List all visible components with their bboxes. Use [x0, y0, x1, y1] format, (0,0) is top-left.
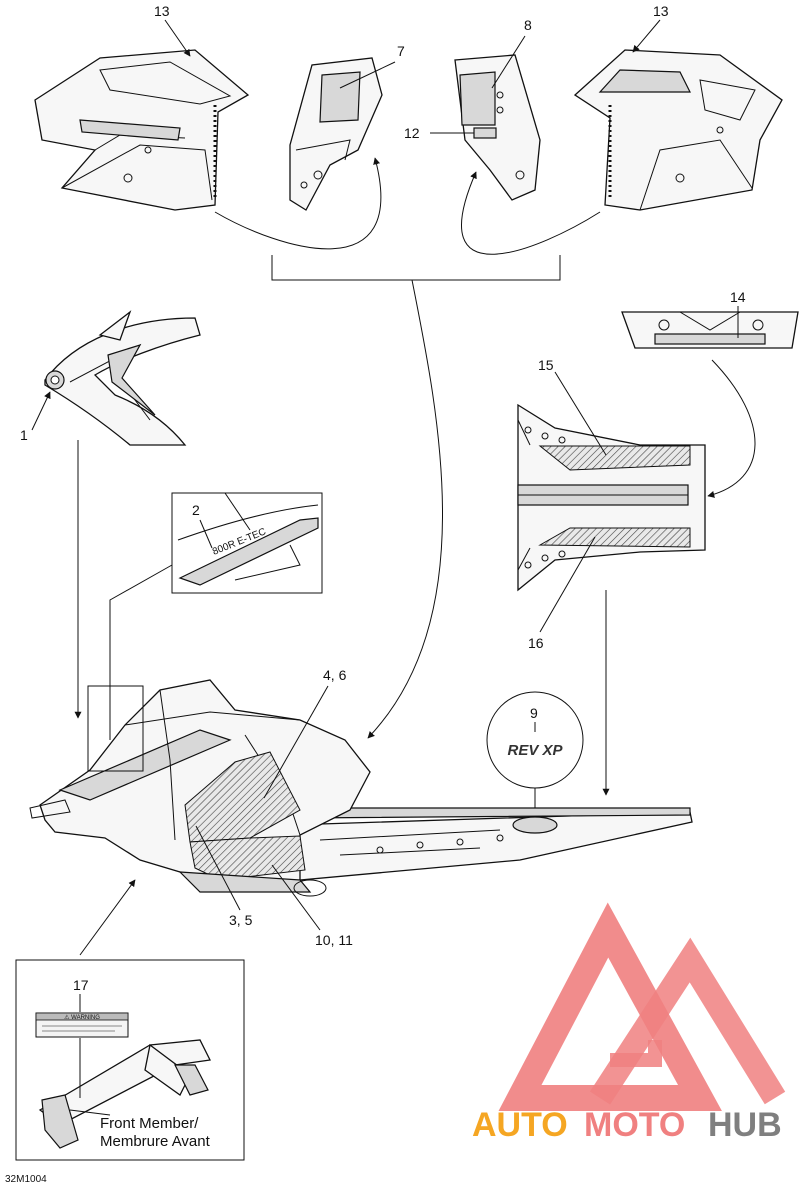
automotohub-watermark: AUTO MOTO HUB	[472, 902, 786, 1144]
seat-rear-panel	[621, 311, 799, 349]
leader-10-11: 10, 11	[271, 864, 353, 948]
callout-17: 17	[73, 977, 89, 993]
callout-1: 1	[20, 427, 28, 443]
leader-12: 12	[404, 125, 474, 141]
diagram-code: 32M1004	[5, 1174, 47, 1185]
leader-13-left: 13	[154, 3, 191, 57]
warning-header: ⚠ WARNING	[64, 1014, 100, 1021]
callout-9: 9	[530, 705, 538, 721]
tunnel-top-view	[517, 403, 706, 592]
callout-3-5: 3, 5	[229, 912, 253, 928]
callout-15: 15	[538, 357, 554, 373]
watermark-moto: MOTO	[584, 1106, 685, 1144]
callout-8: 8	[524, 17, 532, 33]
arrow-bracket-to-sled	[367, 279, 443, 739]
rev-xp-decal-callout: 9 REV XP	[486, 691, 584, 810]
callout-13-left: 13	[154, 3, 170, 19]
group-bracket	[271, 255, 561, 281]
inset-pointer	[109, 564, 173, 740]
leader-16: 16	[528, 536, 596, 651]
leader-2: 2	[192, 502, 213, 549]
arrow-pad-to-tunnel	[707, 359, 756, 498]
left-side-panel	[34, 49, 250, 211]
center-right-side-panel	[454, 54, 541, 201]
leader-4-6: 4, 6	[263, 667, 347, 799]
leader-14: 14	[730, 289, 746, 338]
callout-10-11: 10, 11	[315, 932, 353, 948]
arrow-right-to-center	[461, 171, 601, 255]
decal-detail-inset: 800R E-TEC	[171, 492, 323, 594]
right-side-panel	[573, 49, 783, 211]
arrow-left-to-center	[214, 157, 382, 250]
sled-body-assembly	[29, 679, 693, 897]
callout-7: 7	[397, 43, 405, 59]
callout-13-right: 13	[653, 3, 669, 19]
front-hood-nose	[44, 310, 201, 446]
rev-xp-logo: REV XP	[507, 742, 563, 759]
center-left-side-panel	[289, 57, 383, 211]
inset-caption-line1: Front Member/	[100, 1115, 199, 1132]
leader-1: 1	[20, 391, 51, 443]
inset-caption-line2: Membrure Avant	[100, 1133, 211, 1150]
callout-16: 16	[528, 635, 544, 651]
leader-15: 15	[538, 357, 607, 456]
leader-7: 7	[339, 43, 405, 89]
watermark-auto: AUTO	[472, 1106, 568, 1144]
callout-2: 2	[192, 502, 200, 518]
arrow-inset-to-sled	[79, 879, 136, 956]
callout-14: 14	[730, 289, 746, 305]
watermark-hub: HUB	[708, 1106, 782, 1144]
callout-12: 12	[404, 125, 420, 141]
callout-4-6: 4, 6	[323, 667, 347, 683]
leader-13-right: 13	[632, 3, 669, 53]
front-member-inset: 17 ⚠ WARNING Front Member/ Membrure Avan…	[15, 959, 245, 1161]
leader-8: 8	[491, 17, 532, 89]
leader-3-5: 3, 5	[195, 825, 253, 928]
